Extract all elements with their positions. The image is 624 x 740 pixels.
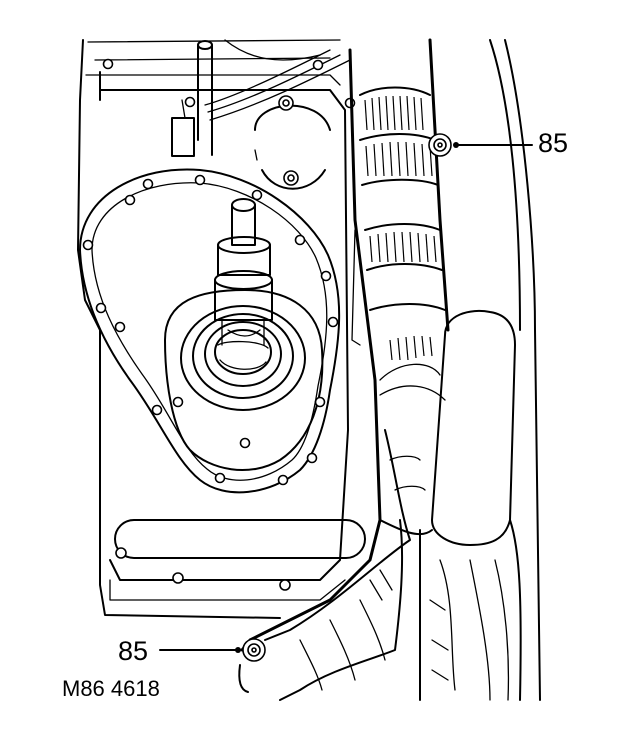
guide-rod <box>171 40 213 157</box>
bolt-top-leader <box>453 142 533 148</box>
gear-boot <box>180 305 306 411</box>
mounting-plate <box>99 89 349 601</box>
wiring <box>204 39 351 121</box>
figure-reference: M86 4618 <box>62 676 160 701</box>
boot-recess <box>164 289 324 471</box>
bolt-bottom-leader <box>159 647 241 653</box>
gear-lever-shaft <box>214 198 273 346</box>
bolt-top <box>428 133 452 157</box>
harness-wrap-hatching <box>364 95 437 361</box>
bolt-bottom <box>238 638 266 693</box>
callout-label-bottom: 85 <box>118 636 149 666</box>
callout-label-top: 85 <box>538 128 569 158</box>
wiring-harness <box>240 38 450 652</box>
lower-harness <box>264 429 426 701</box>
fixing-holes <box>82 58 356 591</box>
handbrake-lever <box>379 309 522 701</box>
console-edge <box>489 39 541 701</box>
lower-slot <box>114 519 366 559</box>
